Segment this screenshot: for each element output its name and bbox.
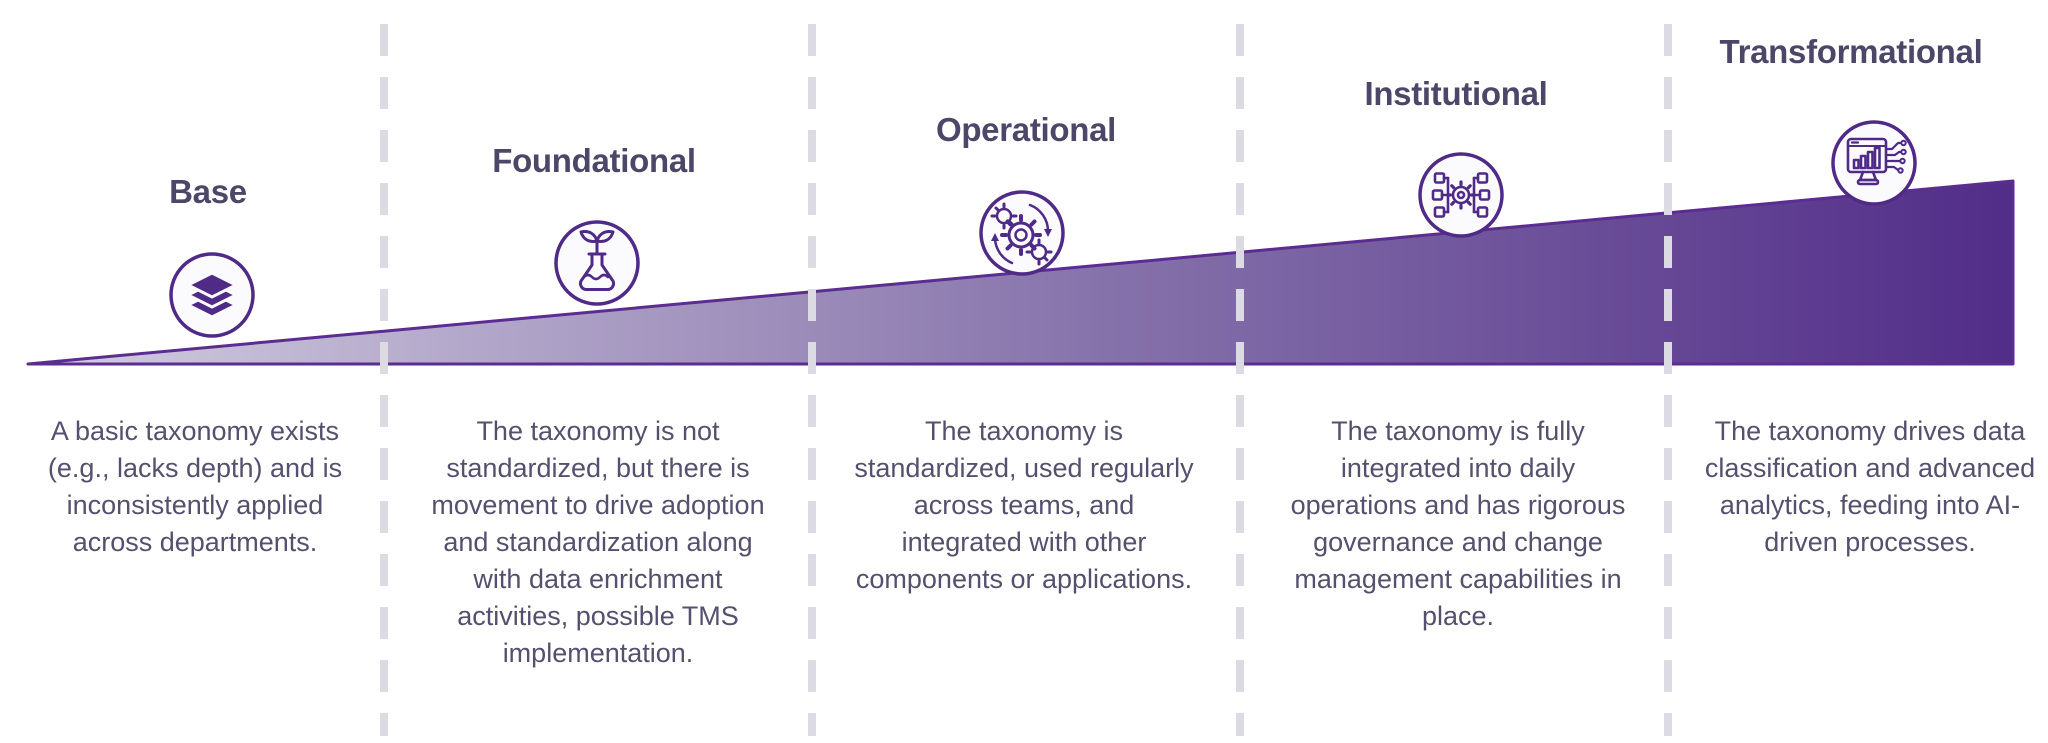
stage-title-base: Base (169, 173, 247, 210)
dashed-separator (1236, 24, 1244, 736)
dashed-separator (380, 24, 388, 736)
stage-title-operational: Operational (935, 111, 1117, 148)
stage-title-foundational: Foundational (492, 142, 696, 179)
layers-icon (168, 251, 256, 339)
flask-sprout-icon (553, 219, 641, 307)
ai-analytics-icon (1830, 119, 1918, 207)
stage-description-institutional: The taxonomy is fully integrated into da… (1290, 416, 1626, 631)
stage-title-transformational: Transformational (1719, 33, 1983, 70)
stage-title-institutional: Institutional (1364, 75, 1548, 112)
stage-description-transformational: The taxonomy drives data classification … (1704, 416, 2036, 557)
integration-gear-icon (1417, 151, 1505, 239)
dashed-separator (808, 24, 816, 736)
stage-description-operational: The taxonomy is standardized, used regul… (854, 416, 1194, 594)
stage-description-base: A basic taxonomy exists (e.g., lacks dep… (47, 416, 343, 557)
stage-description-foundational: The taxonomy is not standardized, but th… (431, 416, 765, 668)
dashed-separator (1664, 24, 1672, 736)
gears-cycle-icon (978, 189, 1066, 277)
